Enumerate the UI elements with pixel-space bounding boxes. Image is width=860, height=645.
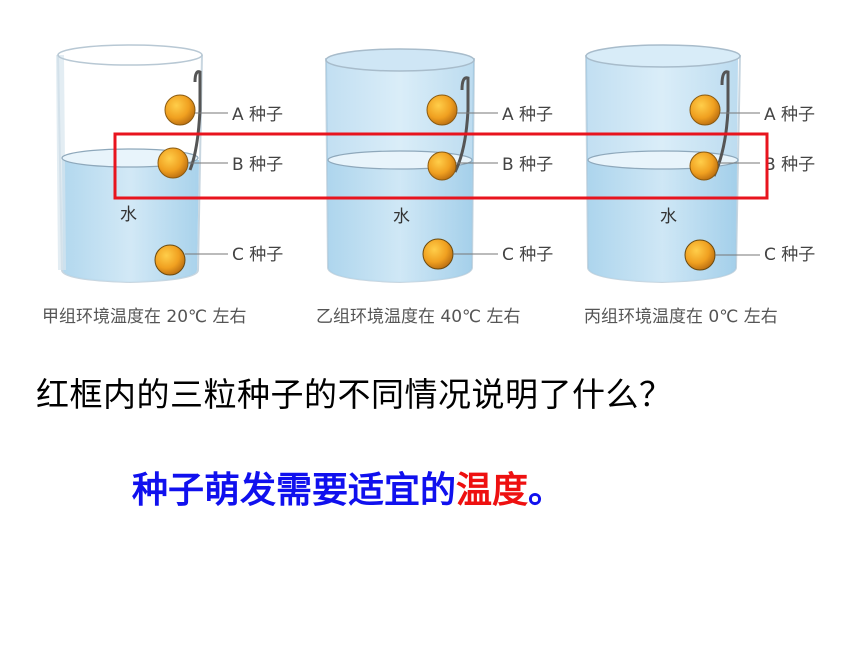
beaker-bing-seed-b-label: B 种子 xyxy=(764,155,815,175)
highlight-frame xyxy=(113,132,769,200)
beaker-yi-caption: 乙组环境温度在 40℃ 左右 xyxy=(316,307,521,327)
beaker-bing-seed-a-label: A 种子 xyxy=(764,105,815,125)
experiment-illustration: A 种子 B 种子 C 种子 A 种子 B 种子 C 种子 A 种子 B 种子 … xyxy=(42,44,815,327)
water-labels: 水 水 水 xyxy=(120,205,677,227)
seed-labels: A 种子 B 种子 C 种子 A 种子 B 种子 C 种子 A 种子 B 种子 … xyxy=(232,105,815,265)
beaker-jia-water-label: 水 xyxy=(120,205,137,225)
beaker-yi-seed-a-label: A 种子 xyxy=(502,105,553,125)
answer-text: 种子萌发需要适宜的温度。 xyxy=(132,461,564,513)
question-text: 红框内的三粒种子的不同情况说明了什么？ xyxy=(36,375,673,414)
beaker-jia-seed-b-label: B 种子 xyxy=(232,155,283,175)
answer-part-emphasis: 温度 xyxy=(456,470,529,511)
beaker-yi-seed-b-label: B 种子 xyxy=(502,155,553,175)
beaker-jia-seed-c-label: C 种子 xyxy=(232,245,283,265)
beaker-jia-seed-a-label: A 种子 xyxy=(232,105,283,125)
beaker-jia-caption: 甲组环境温度在 20℃ 左右 xyxy=(42,307,247,327)
beaker-bing-caption: 丙组环境温度在 0℃ 左右 xyxy=(584,307,778,327)
beaker-yi xyxy=(325,48,498,284)
beaker-yi-water-label: 水 xyxy=(393,207,410,227)
beaker-bing xyxy=(585,44,760,284)
beaker-jia xyxy=(56,44,228,284)
beaker-yi-seed-c-label: C 种子 xyxy=(502,245,553,265)
beaker-bing-water-label: 水 xyxy=(660,207,677,227)
answer-part-end: 。 xyxy=(528,470,565,511)
answer-part-main: 种子萌发需要适宜的 xyxy=(132,470,457,511)
beaker-bing-seed-c-label: C 种子 xyxy=(764,245,815,265)
captions: 甲组环境温度在 20℃ 左右 乙组环境温度在 40℃ 左右 丙组环境温度在 0℃… xyxy=(42,307,778,327)
